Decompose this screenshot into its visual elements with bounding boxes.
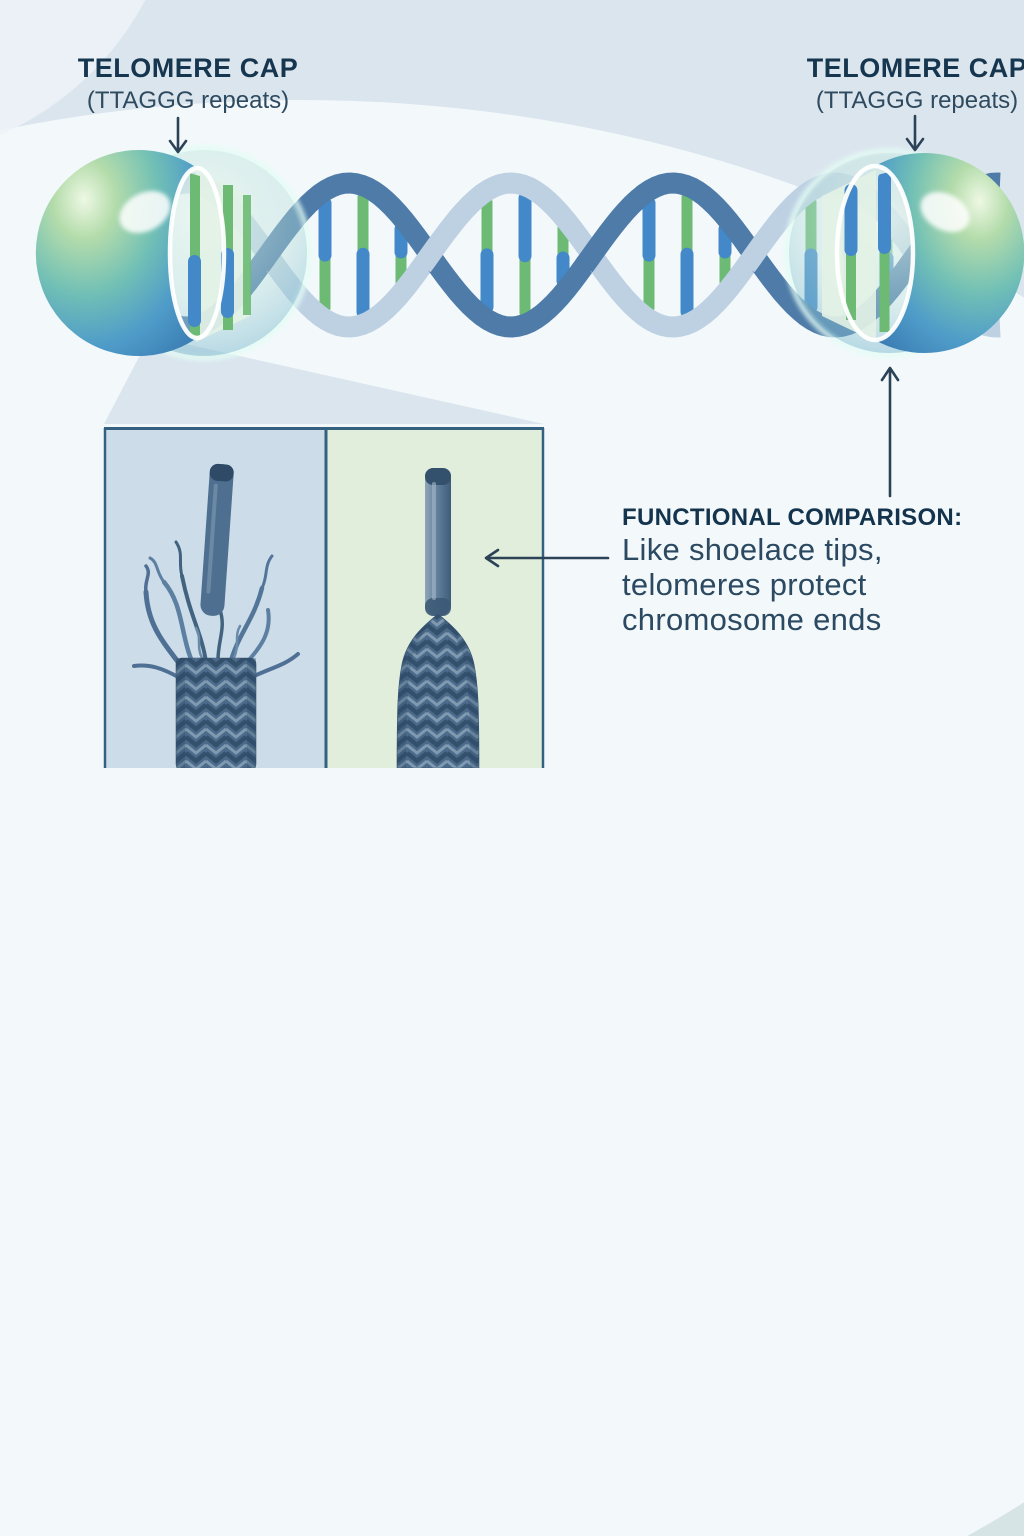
sphere-solid-half (875, 153, 1024, 353)
frayed-lace-body (175, 657, 257, 768)
frayed-shoelace-illustration (132, 463, 300, 768)
label-subtitle: (TTAGGG repeats) (815, 87, 1019, 114)
arrow-left-icon (484, 548, 610, 568)
aglet-tip (425, 468, 451, 616)
frayed-core-cord (200, 463, 234, 616)
shoelace-inset-box (103, 427, 545, 768)
intact-lace-body (396, 613, 480, 768)
telomere-base-pairs (188, 172, 251, 337)
sphere-highlight (119, 190, 171, 234)
sphere-rim (167, 165, 227, 341)
telomere-base-pairs (844, 172, 891, 332)
arrow-up-icon (880, 366, 900, 498)
comparison-line: Like shoelace tips, (622, 532, 883, 567)
functional-comparison-callout: FUNCTIONAL COMPARISON: Like shoelace tip… (622, 504, 1022, 637)
telomere-cap-label-right: TELOMERE CAP (TTAGGG repeats) (777, 53, 1024, 115)
telomere-cap-sphere-right (784, 148, 1024, 358)
label-title: TELOMERE CAP (77, 53, 299, 83)
comparison-line: telomeres protect (622, 567, 867, 602)
telomere-diagram (35, 114, 1024, 768)
comparison-line: chromosome ends (622, 602, 882, 637)
intact-shoelace-illustration (396, 468, 480, 768)
sphere-rim (834, 163, 916, 343)
comparison-title: FUNCTIONAL COMPARISON: (622, 504, 963, 531)
telomere-cap-label-left: TELOMERE CAP (TTAGGG repeats) (48, 53, 328, 115)
arrow-down-icon (905, 114, 925, 152)
sphere-highlight (920, 191, 970, 233)
arrow-down-icon (168, 116, 188, 154)
label-subtitle: (TTAGGG repeats) (86, 87, 290, 114)
label-title: TELOMERE CAP (806, 53, 1024, 83)
telomere-cap-sphere-left (35, 145, 312, 361)
